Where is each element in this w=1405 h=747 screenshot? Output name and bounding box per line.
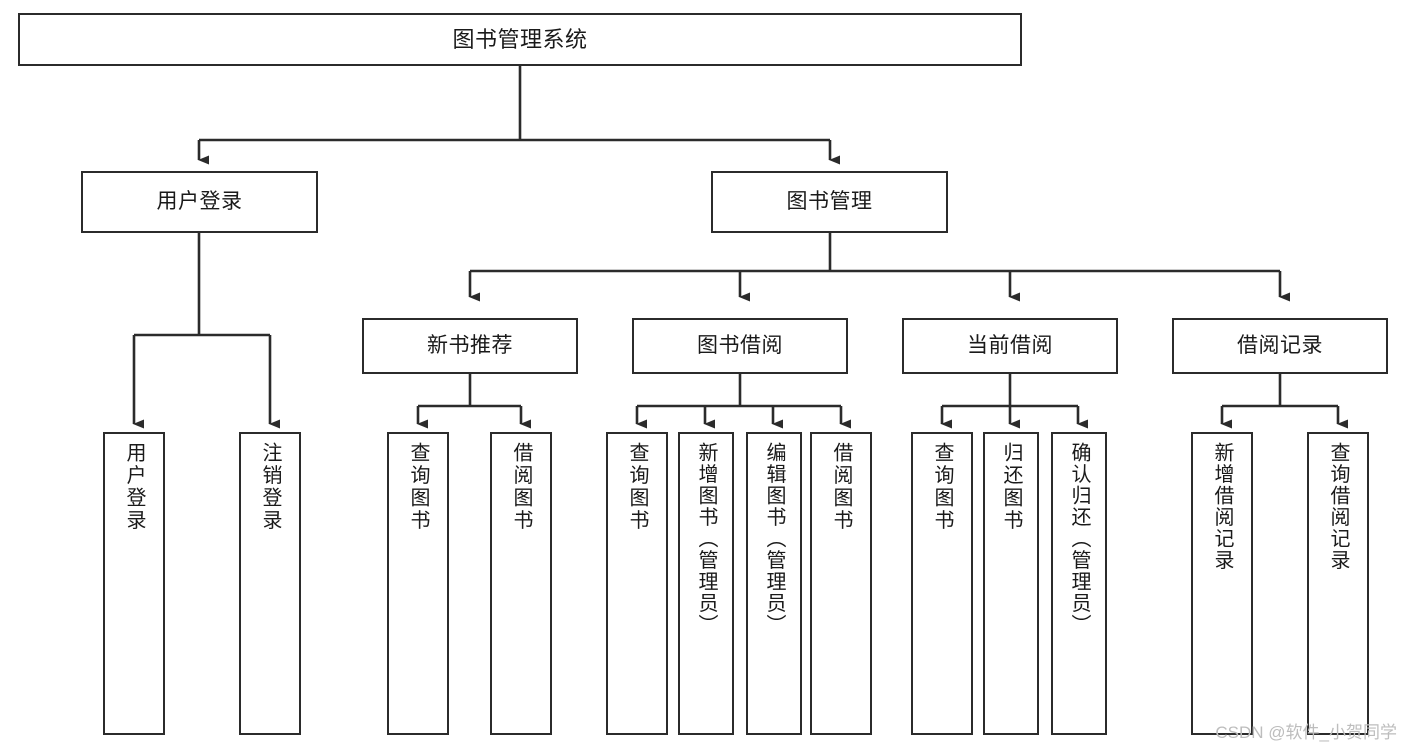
node-root[interactable]: 图书管理系统	[18, 13, 1022, 66]
leaf-add-record-label: 新增借阅记录	[1211, 442, 1233, 571]
node-borrow-record-label: 借阅记录	[1237, 333, 1323, 357]
leaf-query-book-3-label: 查询图书	[931, 442, 953, 532]
node-new-book-rec-label: 新书推荐	[427, 333, 513, 357]
node-book-borrow-label: 图书借阅	[697, 333, 783, 357]
leaf-confirm-return[interactable]: 确认归还（管理员）	[1051, 432, 1107, 735]
leaf-query-book-1[interactable]: 查询图书	[387, 432, 449, 735]
leaf-user-login[interactable]: 用户登录	[103, 432, 165, 735]
leaf-borrow-book-1-label: 借阅图书	[510, 442, 532, 532]
leaf-borrow-book-2[interactable]: 借阅图书	[810, 432, 872, 735]
node-book-manage[interactable]: 图书管理	[711, 171, 948, 233]
leaf-add-record[interactable]: 新增借阅记录	[1191, 432, 1253, 735]
node-borrow-record[interactable]: 借阅记录	[1172, 318, 1388, 374]
node-root-label: 图书管理系统	[452, 26, 588, 52]
leaf-return-book[interactable]: 归还图书	[983, 432, 1039, 735]
leaf-edit-book-label: 编辑图书（管理员）	[763, 442, 785, 636]
leaf-edit-book[interactable]: 编辑图书（管理员）	[746, 432, 802, 735]
leaf-borrow-book-2-label: 借阅图书	[830, 442, 852, 532]
leaf-return-book-label: 归还图书	[1000, 442, 1022, 532]
leaf-user-logout[interactable]: 注销登录	[239, 432, 301, 735]
leaf-query-record[interactable]: 查询借阅记录	[1307, 432, 1369, 735]
leaf-query-book-2-label: 查询图书	[626, 442, 648, 532]
csdn-watermark: CSDN @软件_小贺同学	[1215, 723, 1397, 742]
leaf-query-record-label: 查询借阅记录	[1327, 442, 1349, 571]
node-user-login-label: 用户登录	[156, 189, 243, 213]
leaf-query-book-2[interactable]: 查询图书	[606, 432, 668, 735]
leaf-user-login-label: 用户登录	[123, 442, 145, 532]
node-new-book-rec[interactable]: 新书推荐	[362, 318, 578, 374]
node-book-manage-label: 图书管理	[786, 189, 873, 213]
leaf-user-logout-label: 注销登录	[259, 442, 281, 532]
leaf-query-book-1-label: 查询图书	[407, 442, 429, 532]
leaf-confirm-return-label: 确认归还（管理员）	[1068, 442, 1090, 636]
node-current-borrow-label: 当前借阅	[967, 333, 1053, 357]
node-book-borrow[interactable]: 图书借阅	[632, 318, 848, 374]
leaf-add-book[interactable]: 新增图书（管理员）	[678, 432, 734, 735]
node-current-borrow[interactable]: 当前借阅	[902, 318, 1118, 374]
leaf-add-book-label: 新增图书（管理员）	[695, 442, 717, 636]
leaf-query-book-3[interactable]: 查询图书	[911, 432, 973, 735]
node-user-login[interactable]: 用户登录	[81, 171, 318, 233]
leaf-borrow-book-1[interactable]: 借阅图书	[490, 432, 552, 735]
